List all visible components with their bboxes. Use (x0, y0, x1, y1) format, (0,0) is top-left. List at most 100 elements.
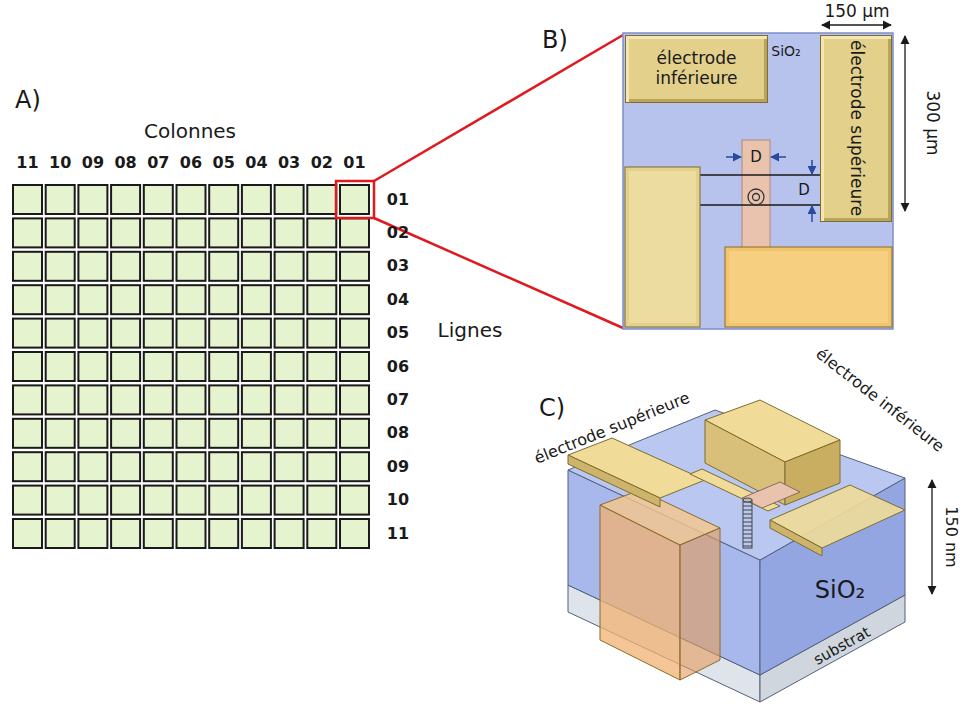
device-cell (209, 452, 238, 481)
column-number: 05 (213, 154, 235, 172)
dimension-label: D (750, 149, 762, 166)
device-cell (177, 519, 206, 548)
column-number: 08 (114, 154, 136, 172)
device-cell (242, 185, 271, 214)
column-number: 04 (245, 154, 267, 172)
device-cell (177, 285, 206, 314)
device-cell (275, 385, 304, 414)
device-cell (13, 319, 42, 348)
device-cell (275, 352, 304, 381)
dimension-label: 300 µm (924, 90, 943, 155)
device-cell (111, 486, 140, 515)
material-label: SiO₂ (771, 44, 800, 59)
row-number: 07 (387, 391, 409, 409)
device-cell (46, 519, 75, 548)
device-cell (13, 285, 42, 314)
row-number: 11 (387, 525, 409, 543)
device-cell (78, 486, 107, 515)
device-cell (275, 452, 304, 481)
device-cell (340, 519, 369, 548)
device-cell (144, 319, 173, 348)
device-cell (144, 252, 173, 281)
device-cell (46, 486, 75, 515)
device-cell (78, 252, 107, 281)
device-cell (78, 185, 107, 214)
axis-title: Lignes (438, 319, 503, 341)
device-cell (111, 218, 140, 247)
device-cell (340, 352, 369, 381)
column-number: 07 (147, 154, 169, 172)
device-cell (340, 319, 369, 348)
device-cell (46, 419, 75, 448)
device-cell (242, 352, 271, 381)
material-label: SiO₂ (815, 577, 865, 603)
device-cell (13, 352, 42, 381)
device-cell (307, 185, 336, 214)
device-cell (340, 419, 369, 448)
row-number: 05 (387, 324, 409, 342)
dimension-label: D (798, 182, 810, 199)
device-cell (46, 185, 75, 214)
device-cell (46, 218, 75, 247)
column-number: 03 (278, 154, 300, 172)
device-cell (307, 352, 336, 381)
device-cell (275, 218, 304, 247)
device-cell (340, 252, 369, 281)
device-cell (78, 419, 107, 448)
electrode-pad: électrode supérieure (820, 35, 892, 222)
device-cell (242, 218, 271, 247)
row-number: 08 (387, 425, 409, 443)
device-cell (275, 486, 304, 515)
top-view (623, 25, 905, 329)
device-cell (209, 319, 238, 348)
column-number: 02 (311, 154, 333, 172)
row-number: 06 (387, 358, 409, 376)
device-cell (78, 385, 107, 414)
panel-letter: C) (539, 395, 565, 421)
device-cell (275, 419, 304, 448)
device-cell (144, 519, 173, 548)
device-cell (144, 285, 173, 314)
device-cell (275, 319, 304, 348)
column-number: 11 (16, 154, 38, 172)
column-number: 09 (82, 154, 104, 172)
device-cell (307, 218, 336, 247)
device-cell (307, 385, 336, 414)
device-cell (46, 285, 75, 314)
row-number: 09 (387, 458, 409, 476)
device-cell (144, 452, 173, 481)
device-cell (13, 385, 42, 414)
device-cell (307, 452, 336, 481)
panel-letter: A) (15, 87, 41, 113)
device-cell (275, 519, 304, 548)
device-cell (209, 285, 238, 314)
device-cell (144, 486, 173, 515)
highlight-frame (336, 181, 374, 218)
device-cell (340, 486, 369, 515)
device-cell (46, 385, 75, 414)
dimension-label: 150 µm (824, 2, 889, 21)
device-cell (78, 285, 107, 314)
column-number: 10 (49, 154, 71, 172)
device-cell (307, 486, 336, 515)
device-cell (209, 419, 238, 448)
device-cell (144, 352, 173, 381)
device-cell (242, 486, 271, 515)
device-cell (144, 419, 173, 448)
zoom-line (374, 35, 623, 181)
column-number: 06 (180, 154, 202, 172)
device-cell (177, 252, 206, 281)
device-cell (111, 452, 140, 481)
device-cell (177, 352, 206, 381)
dimension-label: 150 nm (942, 506, 960, 567)
row-number: 01 (387, 191, 409, 209)
row-number: 03 (387, 258, 409, 276)
row-number: 02 (387, 224, 409, 242)
device-cell (13, 252, 42, 281)
device-cell (307, 519, 336, 548)
device-cell (46, 252, 75, 281)
device-cell (13, 452, 42, 481)
device-cell (242, 319, 271, 348)
device-cell (340, 385, 369, 414)
